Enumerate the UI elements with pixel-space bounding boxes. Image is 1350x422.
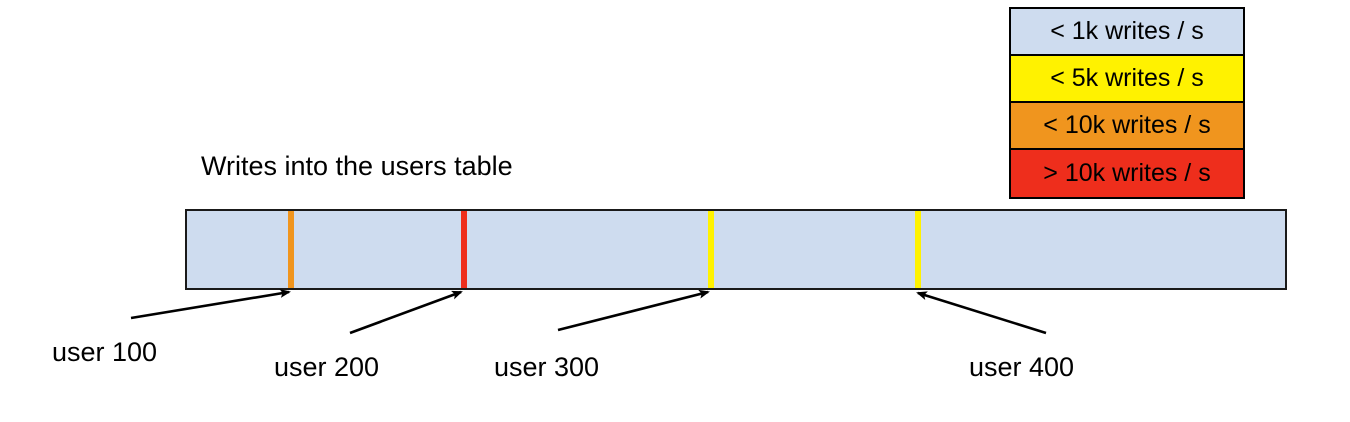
stripe-user-100 bbox=[288, 211, 294, 288]
legend: < 1k writes / s < 5k writes / s < 10k wr… bbox=[1009, 7, 1245, 199]
legend-row-lt10k: < 10k writes / s bbox=[1011, 103, 1243, 150]
arrow-user-300 bbox=[557, 289, 710, 332]
label-user-200: user 200 bbox=[274, 352, 380, 382]
stripe-user-300 bbox=[708, 211, 714, 288]
stripe-user-200 bbox=[461, 211, 467, 288]
legend-row-lt1k: < 1k writes / s bbox=[1011, 9, 1243, 56]
label-user-300: user 300 bbox=[494, 352, 600, 382]
arrow-user-400 bbox=[916, 291, 1047, 335]
legend-label-lt1k: < 1k writes / s bbox=[1050, 17, 1204, 45]
arrow-user-200 bbox=[349, 290, 463, 335]
legend-row-gt10k: > 10k writes / s bbox=[1011, 150, 1243, 197]
legend-row-lt5k: < 5k writes / s bbox=[1011, 56, 1243, 103]
legend-label-gt10k: > 10k writes / s bbox=[1043, 159, 1211, 187]
stripe-user-400 bbox=[915, 211, 921, 288]
label-user-400: user 400 bbox=[969, 352, 1075, 382]
legend-label-lt5k: < 5k writes / s bbox=[1050, 64, 1204, 92]
legend-label-lt10k: < 10k writes / s bbox=[1043, 111, 1211, 139]
chart-title: Writes into the users table bbox=[201, 151, 513, 181]
users-table-bar bbox=[185, 209, 1287, 290]
label-user-100: user 100 bbox=[52, 337, 158, 367]
arrow-user-100 bbox=[130, 289, 291, 320]
